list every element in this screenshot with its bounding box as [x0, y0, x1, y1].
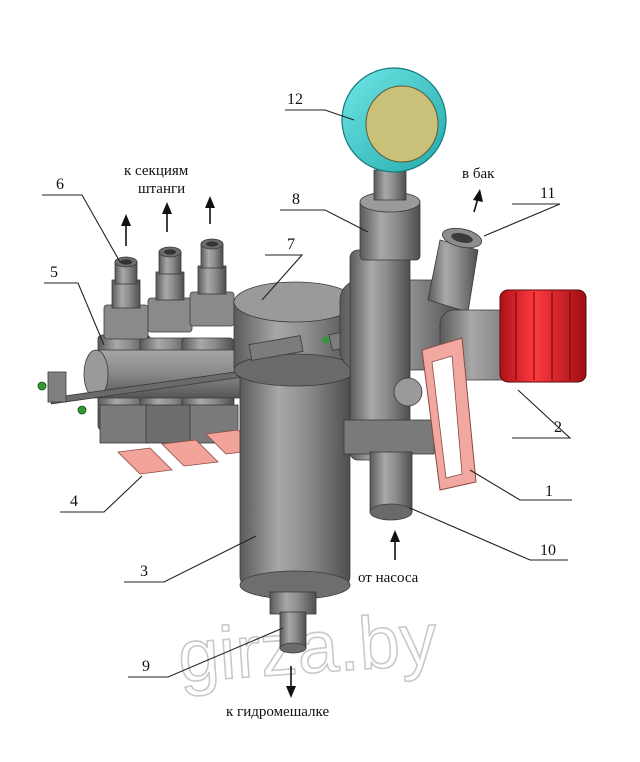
callout-8: 8 — [292, 191, 300, 208]
callout-4: 4 — [70, 493, 78, 510]
label-from-pump: от насоса — [358, 570, 419, 586]
flow-arrow-to-mixer — [286, 666, 296, 698]
callout-2: 2 — [554, 419, 562, 436]
main-valve-lever — [393, 337, 477, 491]
pump-inlet — [369, 451, 413, 521]
leader-lines — [42, 109, 572, 678]
callout-10: 10 — [540, 542, 556, 559]
flow-arrow-to-tank — [473, 189, 483, 213]
flow-arrow-from-pump — [390, 530, 400, 560]
outlet-nozzle-1 — [103, 256, 149, 340]
filter-body — [239, 339, 351, 600]
label-to-sections-line1: к секциям — [124, 163, 189, 179]
return-outlet — [427, 227, 483, 313]
callout-3: 3 — [140, 563, 148, 580]
callout-6: 6 — [56, 176, 64, 193]
outlet-nozzle-2 — [147, 246, 193, 333]
callout-7: 7 — [287, 236, 295, 253]
label-to-tank: в бак — [462, 166, 495, 182]
gauge-adapter — [359, 169, 421, 261]
callout-5: 5 — [50, 264, 58, 281]
main-valve-body — [339, 249, 461, 461]
flow-arrow-to-sections-1 — [121, 214, 131, 246]
flow-arrow-to-sections-2 — [162, 202, 172, 232]
label-to-sections-line2: штанги — [138, 181, 185, 197]
distribution-manifold — [37, 334, 267, 444]
callout-1: 1 — [545, 483, 553, 500]
label-to-mixer: к гидромешалке — [226, 704, 329, 720]
pressure-gauge — [341, 67, 447, 173]
callout-9: 9 — [142, 658, 150, 675]
flow-arrow-to-sections-3 — [205, 196, 215, 224]
outlet-nozzle-3 — [189, 238, 235, 327]
callout-11: 11 — [540, 185, 555, 202]
filter-drain-fitting — [269, 591, 317, 654]
callout-12: 12 — [287, 91, 303, 108]
